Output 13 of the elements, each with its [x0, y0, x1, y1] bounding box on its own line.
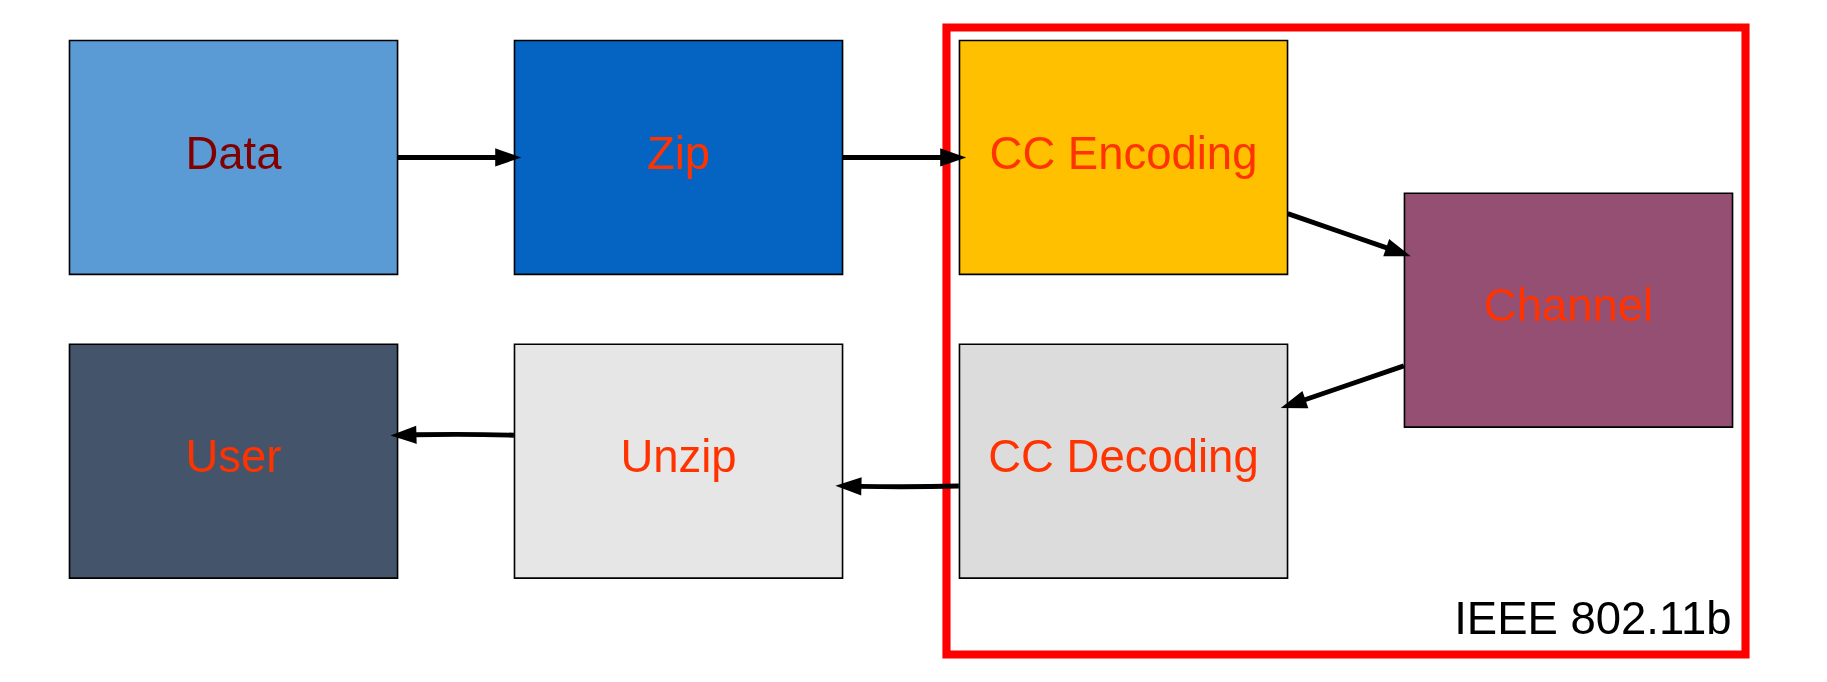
node-box: User: [68, 343, 398, 579]
node-box: Zip: [513, 39, 843, 276]
arrow: [389, 425, 514, 444]
arrow: [1280, 363, 1405, 409]
node-box: Unzip: [513, 343, 843, 579]
node-box: Data: [68, 39, 398, 276]
arrow: [834, 477, 959, 496]
arrow: [1286, 211, 1411, 257]
arrow: [397, 148, 521, 167]
node-box: Channel: [1403, 192, 1733, 428]
node-box: CC Encoding: [958, 39, 1288, 276]
node-box: CC Decoding: [958, 343, 1288, 579]
arrow: [842, 148, 966, 167]
